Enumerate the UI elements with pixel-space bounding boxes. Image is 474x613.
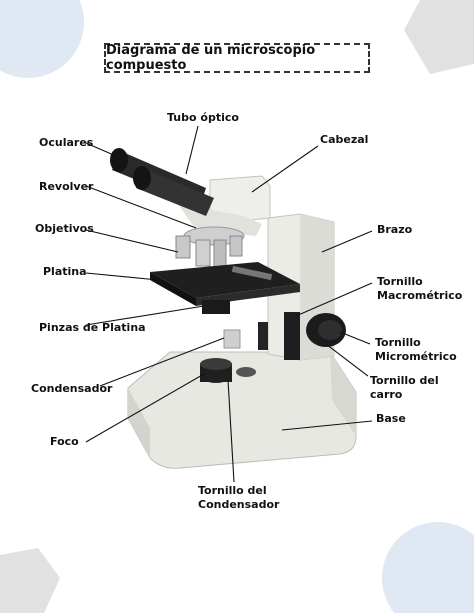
leader-foco [85,373,205,443]
leader-base [281,420,373,431]
bottom-left-shape [0,548,60,613]
eyepiece-1 [110,148,128,172]
label-line: Tornillo del [198,484,267,497]
bottom-right-circle [382,522,474,613]
objective-2 [195,239,211,267]
label-tubo-optico: Tubo óptico [167,111,239,124]
label-line: Macrométrico [377,289,463,302]
leader-cabezal [251,145,319,193]
label-brazo: Brazo [377,223,413,236]
label-condensador: Condensador [31,382,113,395]
leader-platina [85,272,159,281]
stage-clip [202,300,230,314]
eyepiece-tube-2 [136,168,214,216]
leader-tornillo-carro [325,343,369,377]
label-oculares: Oculares [39,136,94,149]
top-left-circle [0,0,84,78]
label-base: Base [376,412,406,425]
label-line: Tornillo del [370,374,439,387]
diagram-title: Diagrama de un microscopio compuesto [104,43,370,73]
objective-4 [229,235,243,257]
label-tornillo-del-condensador: Tornillo del Condensador [198,484,279,512]
top-right-shape [404,0,474,74]
microscope-stage [150,262,300,298]
label-tornillo-macrometrico: Tornillo Macrométrico [377,275,462,303]
leader-brazo [321,230,373,253]
label-objetivos: Objetivos [35,222,94,235]
condenser [223,329,241,349]
leader-tubo-optico [185,125,199,175]
label-pinzas-de-platina: Pinzas de Platina [39,321,146,334]
label-revolver: Revolver [39,180,94,193]
label-line: Condensador [198,498,280,511]
label-line: Micrométrico [375,350,457,363]
leader-revolver [85,185,197,229]
eyepiece-2 [133,166,151,190]
label-tornillo-del-carro: Tornillo del carro [370,374,439,402]
label-line: Tornillo [375,336,421,349]
leader-tornillo-micro [339,331,371,345]
leader-tornillo-cond [227,379,235,483]
label-line: carro [370,388,403,401]
label-foco: Foco [50,435,79,448]
label-platina: Platina [43,265,87,278]
label-cabezal: Cabezal [320,133,369,146]
leader-condensador [99,337,225,387]
leader-pinzas [85,305,205,326]
microscope-base [127,351,357,469]
objective-1 [175,235,191,259]
leader-objetivos [85,229,179,253]
label-line: Tornillo [377,275,423,288]
leader-tornillo-macro [295,282,373,317]
leader-oculares [85,142,117,157]
title-text: Diagrama de un microscopio compuesto [106,43,316,73]
label-tornillo-micrometrico: Tornillo Micrométrico [375,336,457,364]
fine-focus-knob [284,312,300,360]
